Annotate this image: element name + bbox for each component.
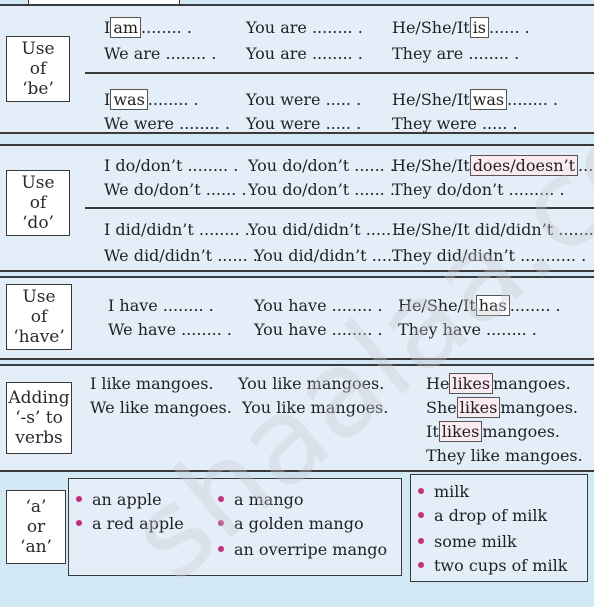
have-panel (0, 276, 594, 360)
do-label: Use of ‘do’ (6, 170, 70, 236)
be-label: Use of ‘be’ (6, 36, 70, 102)
likes-box-2: likes (456, 397, 501, 418)
be-label-2: of (29, 59, 47, 79)
do-present-you: You do/don’t ...... . (248, 156, 395, 175)
be-divider (85, 72, 594, 74)
bullet-icon (218, 495, 224, 502)
have-i: I have ........ . (108, 296, 214, 315)
s-verbs-label-1: Adding (8, 388, 70, 408)
articles-box-uncount (410, 474, 588, 582)
bullet-icon (218, 545, 224, 552)
be-present-we: We are ........ . (104, 44, 217, 63)
be-present-they: They are ........ . (392, 44, 520, 63)
does-doesnt-box: does/doesn’t (469, 155, 579, 176)
bullet-icon (418, 537, 424, 544)
have-label-1: Use (22, 287, 56, 307)
art-col2-2: a golden mango (218, 514, 364, 533)
s-col2-2: You like mangoes. (242, 398, 389, 417)
be-label-3: ‘be’ (22, 79, 54, 99)
art-col1-1: an apple (76, 490, 162, 509)
art-col2-3: an overripe mango (218, 540, 387, 559)
art-col3-3: some milk (418, 532, 517, 551)
do-label-2: of (29, 193, 47, 213)
s-col3-they: They like mangoes. (426, 446, 583, 465)
have-label: Use of ‘have’ (6, 284, 72, 350)
articles-label-2: or (26, 517, 46, 537)
articles-label-3: ‘an’ (20, 537, 52, 557)
has-box: has (475, 295, 510, 316)
be-present-you: You are ........ . (246, 18, 363, 37)
s-verbs-label-3: verbs (15, 428, 63, 448)
bullet-icon (418, 511, 424, 518)
was-box: was (110, 89, 148, 110)
do-present-i: I do/don’t ........ . (104, 156, 239, 175)
do-past-we: We did/didn’t ...... . (104, 246, 258, 265)
do-present-we: We do/don’t ...... . (104, 180, 247, 199)
have-we: We have ........ . (108, 320, 232, 339)
was-box-2: was (469, 89, 508, 110)
am-box: am (110, 17, 142, 38)
be-past-you2: You were ..... . (246, 114, 362, 133)
articles-box-a-an (68, 478, 402, 576)
have-you2: You have ........ . (254, 320, 383, 339)
bullet-icon (76, 495, 82, 502)
art-col3-4: two cups of milk (418, 556, 567, 575)
bullet-icon (418, 561, 424, 568)
art-col3-2: a drop of milk (418, 506, 547, 525)
do-present-they: They do/don’t ......... . (392, 180, 565, 199)
have-label-2: of (30, 307, 48, 327)
do-label-1: Use (21, 173, 55, 193)
articles-label: ‘a’ or ‘an’ (6, 490, 66, 564)
art-col1-2: a red apple (76, 514, 184, 533)
be-panel (0, 4, 594, 134)
do-label-3: ‘do’ (22, 213, 54, 233)
do-past-i: I did/didn’t ........ . (104, 220, 250, 239)
have-you: You have ........ . (254, 296, 383, 315)
s-col1-2: We like mangoes. (90, 398, 232, 417)
be-past-you: You were ..... . (246, 90, 362, 109)
be-past-they: They were ..... . (392, 114, 518, 133)
s-verbs-panel (0, 364, 594, 472)
do-past-he: He/She/It did/didn’t ......... . (392, 220, 594, 239)
bullet-icon (76, 519, 82, 526)
s-verbs-label: Adding ‘-s’ to verbs (6, 382, 72, 454)
likes-box-3: likes (438, 421, 483, 442)
have-they: They have ........ . (398, 320, 537, 339)
s-col1-1: I like mangoes. (90, 374, 214, 393)
do-divider (85, 207, 594, 209)
bullet-icon (418, 487, 424, 494)
do-present-you2: You do/don’t ...... . (248, 180, 395, 199)
be-present-you2: You are ........ . (246, 44, 363, 63)
art-col2-1: a mango (218, 490, 304, 509)
s-col2-1: You like mangoes. (238, 374, 385, 393)
bullet-icon (218, 519, 224, 526)
articles-label-1: ‘a’ (25, 497, 47, 517)
art-col3-1: milk (418, 482, 469, 501)
be-past-we: We were ........ . (104, 114, 230, 133)
be-label-1: Use (21, 39, 55, 59)
likes-box-1: likes (449, 373, 494, 394)
is-box: is (469, 17, 490, 38)
do-past-you: You did/didn’t ..... . (248, 220, 402, 239)
do-past-they: They did/didn’t ........... . (392, 246, 587, 265)
do-past-you2: You did/didn’t ..... . (254, 246, 408, 265)
have-label-3: ‘have’ (13, 327, 65, 347)
s-verbs-label-2: ‘-s’ to (15, 408, 63, 428)
